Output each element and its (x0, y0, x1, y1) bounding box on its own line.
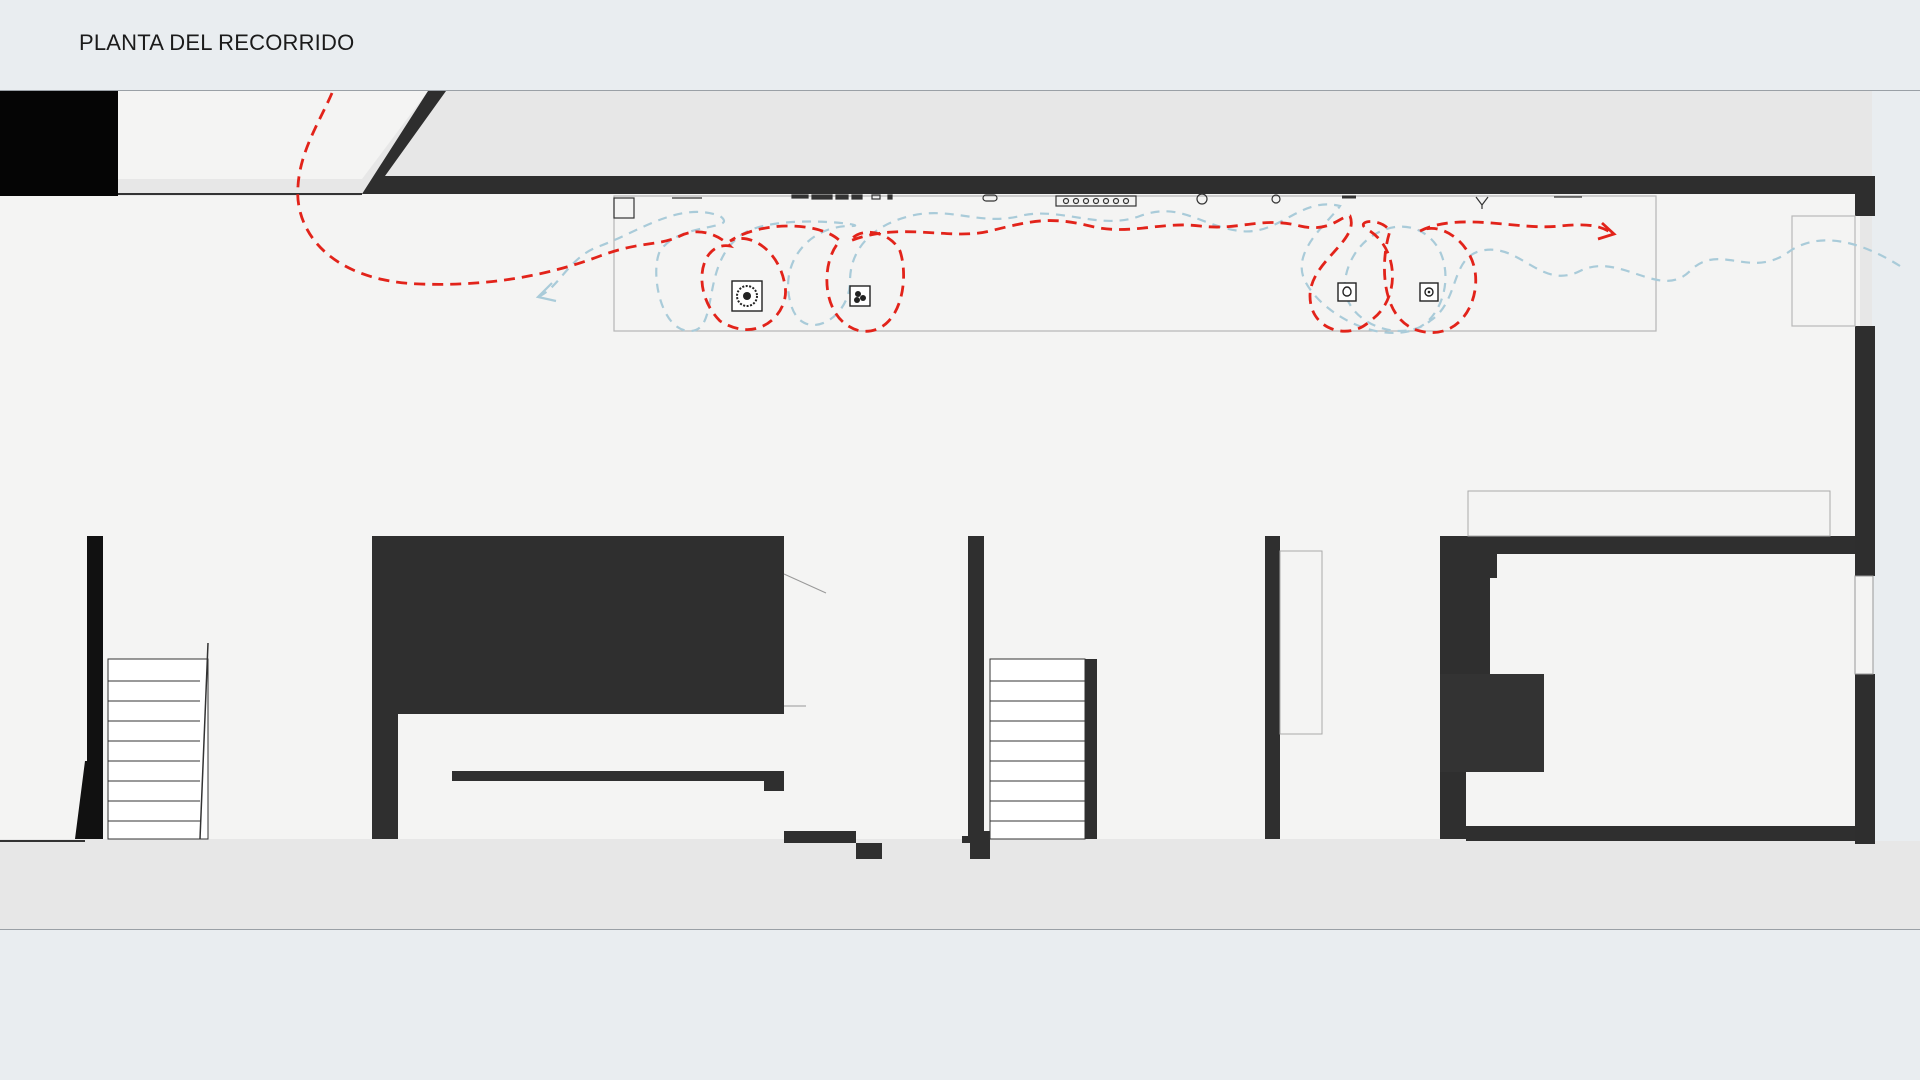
display-cluster-icon (849, 285, 871, 307)
header: PLANTA DEL RECORRIDO (0, 0, 1920, 90)
secondary-route (539, 203, 1901, 334)
secondary-route-arrow (535, 282, 557, 303)
partition-wall (452, 771, 990, 859)
exterior-bottom-right (1285, 841, 1920, 929)
wall-left-stair (75, 536, 103, 839)
wall-objects (613, 193, 1582, 219)
counter-outline (1467, 490, 1831, 537)
wall-right-mid (1855, 326, 1875, 576)
stair-center-wall (1085, 659, 1097, 839)
right-room-block-side (1440, 772, 1466, 839)
right-room-bottom-wall (1466, 826, 1855, 841)
exterior-right (1872, 91, 1920, 841)
entrance-corridor-floor (118, 91, 428, 179)
stair-center-treads (990, 680, 1085, 822)
footer (0, 930, 1920, 1080)
wall-block-stem (372, 714, 398, 839)
floor-plan-drawing (0, 91, 1920, 929)
stair-left-treads (108, 680, 200, 822)
stair-center (989, 658, 1086, 840)
wall-right-low (1855, 674, 1875, 844)
right-room-walls (1440, 536, 1855, 674)
wall-right-column (1265, 536, 1280, 839)
page-title: PLANTA DEL RECORRIDO (79, 30, 355, 55)
interior-floor (0, 181, 1860, 841)
floor-plan (0, 90, 1920, 930)
solid-block (0, 91, 118, 196)
primary-route-arrow (1597, 221, 1617, 241)
window-right-2 (1854, 575, 1874, 675)
window-right (1791, 215, 1856, 327)
wall-right (1855, 176, 1875, 216)
stair-left-rail (199, 642, 209, 840)
display-shell-icon (1337, 282, 1357, 302)
dark-room-block (372, 536, 784, 714)
primary-route (296, 92, 1613, 334)
cabinet-outline (1279, 550, 1323, 735)
door-swing-line (783, 573, 827, 594)
stair-left (107, 658, 209, 840)
wall-center-pillar (968, 536, 984, 839)
wall-top (362, 91, 1875, 194)
display-radial-icon (731, 280, 763, 312)
right-room-block (1440, 674, 1544, 772)
display-spiral-icon (1419, 282, 1439, 302)
